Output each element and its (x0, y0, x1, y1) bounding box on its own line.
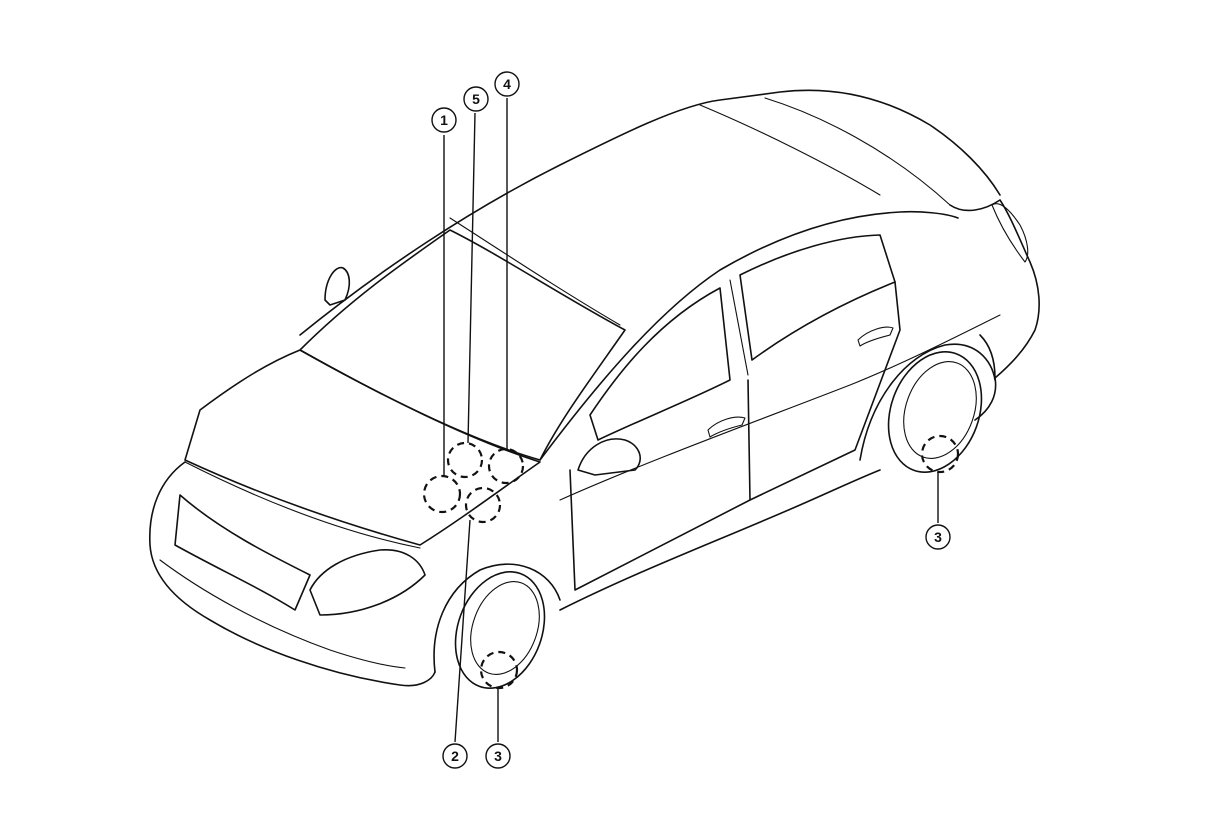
rear-door (749, 281, 901, 501)
callout-4: 4 (494, 71, 520, 97)
far-side-mirror (324, 266, 351, 306)
grille (174, 494, 311, 611)
rear-tire (887, 351, 983, 473)
front-rim (470, 581, 540, 675)
rear-window-edge (764, 97, 951, 206)
callout-2: 2 (442, 743, 468, 769)
leader-line-2 (454, 519, 471, 743)
location-circle-3-rear (920, 434, 960, 474)
callout-3-front: 3 (485, 743, 511, 769)
roof-outline (299, 89, 1001, 336)
headlight (309, 549, 426, 616)
body-character-line (559, 314, 1001, 501)
rear-door-handle (857, 326, 894, 347)
callout-3-front-label: 3 (494, 748, 502, 764)
front-wheel-arch (433, 563, 561, 673)
roof-panel-line (449, 217, 621, 326)
lower-grille (159, 559, 406, 669)
near-side-mirror (577, 438, 641, 476)
side-roof-rail (539, 210, 959, 461)
rocker-panel (559, 469, 881, 611)
callout-1-label: 1 (440, 112, 448, 128)
location-markers (422, 98, 960, 743)
rear-door-window (739, 234, 896, 361)
front-door-handle (707, 416, 746, 438)
b-pillar (729, 279, 749, 376)
callout-labels: 1 2 3 3 4 5 (431, 71, 951, 769)
tail-light (991, 203, 1029, 263)
front-door (569, 379, 751, 591)
location-circle-5 (446, 441, 484, 479)
callout-2-label: 2 (451, 748, 459, 764)
location-circle-4 (487, 447, 525, 485)
callout-3-rear-label: 3 (934, 529, 942, 545)
trunk-outline (949, 199, 1040, 379)
roof-rear-line (699, 104, 881, 196)
callout-1: 1 (431, 107, 457, 133)
car-illustration (149, 89, 1040, 689)
leader-line-5 (467, 112, 476, 444)
hood-outline (184, 349, 541, 546)
front-tire (454, 571, 546, 689)
location-circle-2 (464, 486, 502, 524)
rear-wheel-arch (859, 343, 996, 461)
location-circle-3-front (479, 650, 519, 690)
callout-5: 5 (463, 86, 489, 112)
front-door-window (589, 287, 731, 441)
front-bumper (149, 461, 436, 687)
callout-4-label: 4 (503, 76, 511, 92)
location-circle-1 (422, 474, 462, 514)
callout-3-rear: 3 (925, 524, 951, 550)
windshield (299, 229, 626, 461)
hood-crease (184, 461, 421, 549)
callout-5-label: 5 (472, 91, 480, 107)
